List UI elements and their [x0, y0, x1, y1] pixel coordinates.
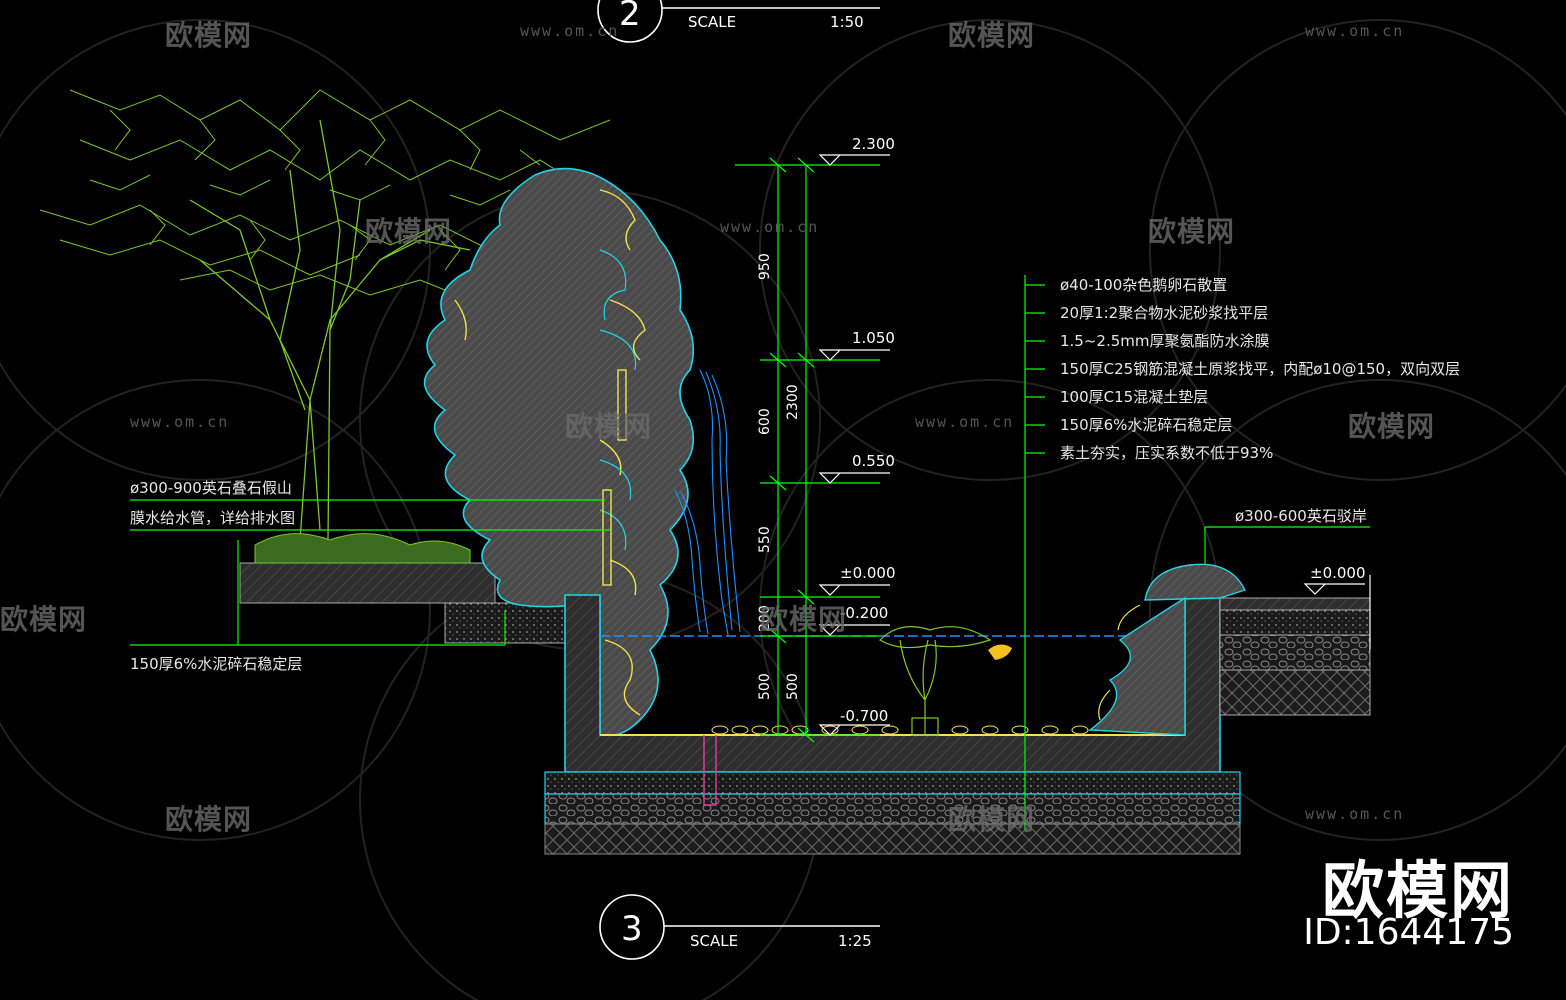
layer-note-2: 20厚1:2聚合物水泥砂浆找平层	[1060, 304, 1269, 322]
elevation-water: -0.200	[840, 604, 889, 622]
pool	[544, 594, 1241, 855]
dim-500-a: 500	[757, 673, 773, 700]
layer-note-7: 素土夯实，压实系数不低于93%	[1060, 444, 1274, 462]
layer-note-5: 100厚C15混凝土垫层	[1060, 388, 1209, 406]
watermark-brand: 欧模网	[0, 603, 88, 636]
elevation-markers	[818, 154, 1371, 736]
dim-600: 600	[757, 408, 773, 435]
scale-value-3: 1:25	[838, 932, 872, 950]
layer-note-3: 1.5~2.5mm厚聚氨酯防水涂膜	[1060, 332, 1270, 350]
watermark-brand: 欧模网	[1348, 410, 1436, 443]
elevation-top: 2.300	[852, 135, 895, 153]
bank-note: ø300-600英石驳岸	[1235, 507, 1367, 525]
fish	[988, 644, 1012, 660]
dim-500-b: 500	[785, 673, 801, 700]
layer-note-4: 150厚C25钢筋混凝土原浆找平，内配ø10@150，双向双层	[1060, 360, 1461, 378]
dimension-lines	[130, 157, 1370, 830]
rockery-note: ø300-900英石叠石假山	[130, 479, 292, 497]
section-number-2: 2	[619, 0, 641, 34]
scale-label-3: SCALE	[690, 932, 739, 950]
rockery	[423, 167, 695, 737]
left-ground	[239, 533, 566, 644]
elevation-zero-right: ±0.000	[1310, 564, 1366, 582]
watermark-brand: 欧模网	[1148, 215, 1236, 248]
brand-logo-text: 欧模网	[1321, 854, 1514, 927]
watermark-brand: 欧模网	[948, 803, 1036, 836]
scale-value-2: 1:50	[830, 13, 864, 31]
watermark-url: www.om.cn	[1305, 22, 1405, 40]
tree	[39, 89, 611, 541]
supply-pipe	[602, 369, 627, 586]
waterfall	[674, 369, 741, 636]
scale-label-2: SCALE	[688, 13, 737, 31]
watermark-brand: 欧模网	[165, 19, 253, 52]
dim-2300: 2300	[785, 384, 801, 420]
watermark-url: www.om.cn	[130, 413, 230, 431]
section-number-3: 3	[621, 909, 643, 949]
elevation-lower: 0.550	[852, 452, 895, 470]
base-note: 150厚6%水泥碎石稳定层	[130, 655, 303, 673]
watermark-brand: 欧模网	[760, 603, 848, 636]
pipe-note: 膜水给水管，详给排水图	[130, 509, 296, 527]
model-id: ID:1644175	[1303, 912, 1514, 953]
watermark-brand: 欧模网	[565, 410, 653, 443]
layer-note-1: ø40-100杂色鹅卵石散置	[1060, 276, 1228, 294]
section-marks	[597, 0, 880, 960]
watermark-brand: 欧模网	[165, 803, 253, 836]
watermark-url: www.om.cn	[915, 413, 1015, 431]
layer-note-6: 150厚6%水泥碎石稳定层	[1060, 416, 1233, 434]
dim-950: 950	[757, 253, 773, 280]
dim-550: 550	[757, 526, 773, 553]
aquatic-plant	[879, 626, 992, 736]
elevation-bottom: -0.700	[840, 707, 889, 725]
right-bank	[1088, 563, 1371, 736]
elevation-zero-left: ±0.000	[840, 564, 896, 582]
watermark-url: www.om.cn	[720, 218, 820, 236]
watermark-brand: 欧模网	[365, 215, 453, 248]
watermark-url: www.om.cn	[520, 22, 620, 40]
watermark-url: www.om.cn	[1305, 805, 1405, 823]
watermark-brand: 欧模网	[948, 19, 1036, 52]
elevation-mid: 1.050	[852, 329, 895, 347]
